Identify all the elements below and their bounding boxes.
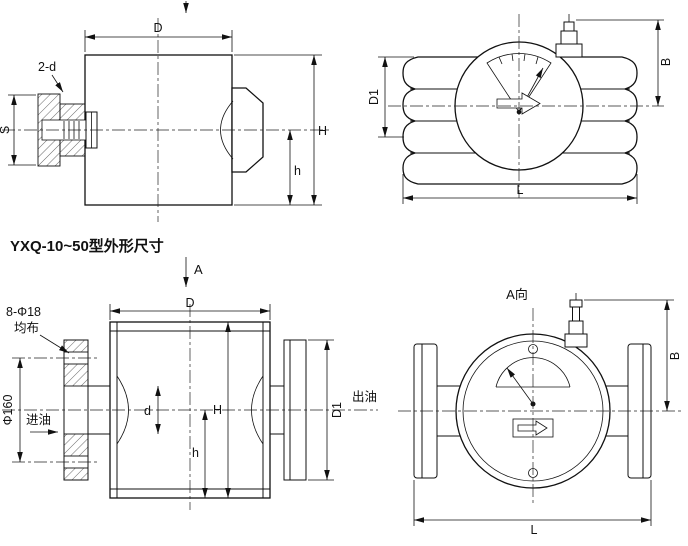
top-screw xyxy=(564,293,588,348)
dimension-L: L xyxy=(402,174,638,204)
dim-D-label: D xyxy=(153,21,162,35)
dimension-B: B xyxy=(584,299,682,411)
dimension-S: S xyxy=(0,94,36,166)
flanged-side-view: A向 xyxy=(398,287,682,537)
dim-B-label: B xyxy=(659,58,673,66)
inlet-label: 进油 xyxy=(26,413,58,435)
dimension-H: H xyxy=(213,322,231,498)
dimension-B: B xyxy=(576,19,673,106)
dim-phi160-label: Φ160 xyxy=(1,395,15,426)
bolt-hole-count-label: 8-Φ18 xyxy=(6,305,41,319)
dim-S-label: S xyxy=(0,126,12,134)
threaded-front-view: D 2-d S H h xyxy=(0,1,332,222)
dimension-D1: D1 xyxy=(308,339,344,481)
dim-L-label: L xyxy=(531,523,538,537)
flow-arrow-symbol xyxy=(496,92,541,115)
section-arrow-A-label: A xyxy=(194,262,203,277)
bolt-hole-note-label: 均布 xyxy=(14,321,39,335)
inlet-text: 进油 xyxy=(26,413,51,427)
bolt-hole-callout: 8-Φ18 均布 xyxy=(6,305,70,354)
dim-D-label: D xyxy=(185,296,194,310)
dim-H-label: H xyxy=(213,403,222,417)
threaded-side-view: D1 B L xyxy=(367,14,673,204)
dimension-D: D xyxy=(84,21,233,52)
callout-2d: 2-d xyxy=(38,60,64,93)
callout-2d-label: 2-d xyxy=(38,60,56,74)
outlet-text: 出油 xyxy=(352,390,377,404)
dimension-h: h xyxy=(287,130,301,205)
inlet-pipe xyxy=(88,385,110,435)
pipes xyxy=(437,385,628,437)
dim-h-label: h xyxy=(192,446,199,460)
view-A-label: A向 xyxy=(506,287,528,302)
drawing-title: YXQ-10~50型外形尺寸 xyxy=(10,237,164,255)
dim-D1-label: D1 xyxy=(367,89,381,105)
top-screw xyxy=(555,14,583,58)
dimension-d: d xyxy=(144,386,161,434)
dimension-L: L xyxy=(413,480,652,537)
outlet-pipe xyxy=(270,385,284,435)
dim-L-label: L xyxy=(517,183,524,197)
flanged-front-view: 8-Φ18 均布 Φ160 进油 D d h H xyxy=(1,296,378,510)
dimension-h: h xyxy=(192,410,208,498)
dim-D1-label: D1 xyxy=(330,402,344,418)
flow-arrow-symbol xyxy=(517,420,548,436)
dimension-H: H xyxy=(234,54,327,206)
dim-d-label: d xyxy=(144,404,151,418)
dim-H-label: H xyxy=(318,124,327,138)
dimension-D1: D1 xyxy=(367,56,414,138)
dim-h-label: h xyxy=(294,164,301,178)
dimension-D: D xyxy=(109,296,271,320)
dim-B-label: B xyxy=(668,352,682,360)
section-arrow-A: A xyxy=(183,257,203,287)
gauge-needle xyxy=(506,367,534,405)
dimension-phi160: Φ160 xyxy=(1,358,23,462)
